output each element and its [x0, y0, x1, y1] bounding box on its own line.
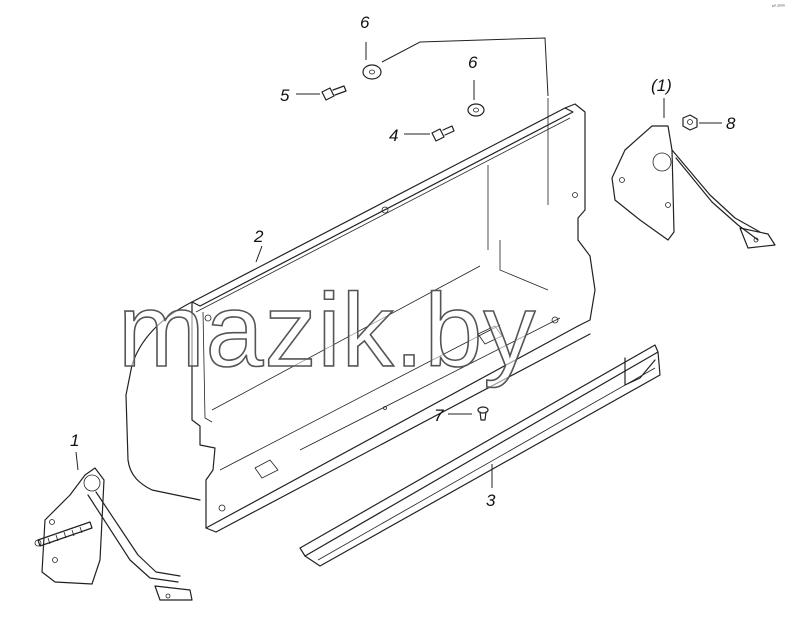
- rivet-part-7: [477, 406, 489, 421]
- nut-part-8: [682, 114, 698, 131]
- callout-5: 5: [280, 86, 290, 105]
- bracket-part-1: [34, 467, 193, 601]
- callout-1: 1: [70, 431, 79, 450]
- corner-mark: ᵉ⁰ ²⁰⁰⁰: [772, 4, 785, 10]
- washer-6a: [362, 64, 382, 80]
- bracket-part-1-mirror: [611, 125, 776, 249]
- callout-1b: (1): [651, 76, 672, 95]
- callout-2: 2: [253, 227, 264, 246]
- callout-8: 8: [726, 114, 736, 133]
- callout-7: 7: [434, 406, 444, 425]
- leader-lines: [75, 37, 722, 488]
- angle-strip-part-3: [299, 344, 661, 567]
- bolt-part-5: [321, 85, 347, 101]
- bolt-part-4: [431, 125, 455, 142]
- callout-4: 4: [389, 126, 398, 145]
- washer-6b: [467, 103, 485, 117]
- panel-part-2: [125, 98, 596, 533]
- callout-6a: 6: [360, 13, 370, 32]
- watermark: mazik.by: [118, 273, 536, 389]
- callout-6b: 6: [468, 53, 478, 72]
- callout-3: 3: [486, 491, 496, 510]
